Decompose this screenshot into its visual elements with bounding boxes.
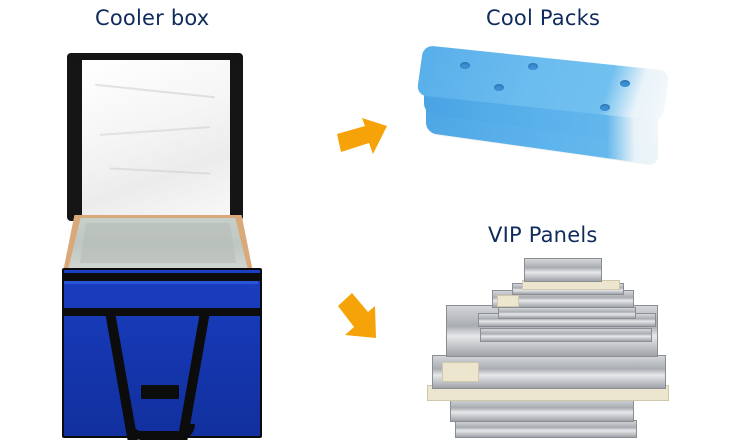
arrow-up-right-icon — [335, 112, 390, 157]
cooler-lid-left-flap — [67, 67, 81, 217]
vip-panel — [455, 420, 637, 438]
bag-label-tab — [141, 385, 179, 399]
vip-panel — [524, 258, 602, 282]
cool-pack-hole — [494, 84, 504, 91]
cooler-interior-floor — [80, 223, 236, 263]
vip-panel — [498, 307, 636, 319]
cooler-lid-lining — [82, 60, 230, 216]
cooler-bag-body — [62, 268, 262, 438]
vip-panel-backing — [442, 362, 479, 382]
cooler-box-title: Cooler box — [95, 6, 210, 30]
cool-pack-hole — [460, 62, 470, 69]
cooler-lid-right-flap — [229, 64, 243, 216]
cool-pack-hole — [528, 63, 538, 70]
bag-strap-band — [62, 308, 260, 316]
vip-panel-backing — [497, 295, 519, 307]
cool-packs-title: Cool Packs — [486, 6, 601, 30]
vip-panel — [450, 398, 634, 422]
bag-trim — [64, 281, 258, 284]
cool-pack-hole — [620, 80, 630, 87]
cool-pack-hole — [600, 104, 610, 111]
vip-panels-title: VIP Panels — [488, 223, 598, 247]
bag-handle-loop — [125, 424, 195, 440]
arrow-down-right-icon — [334, 290, 384, 345]
vip-panel — [480, 328, 652, 342]
bag-zipper-strip — [62, 273, 260, 281]
